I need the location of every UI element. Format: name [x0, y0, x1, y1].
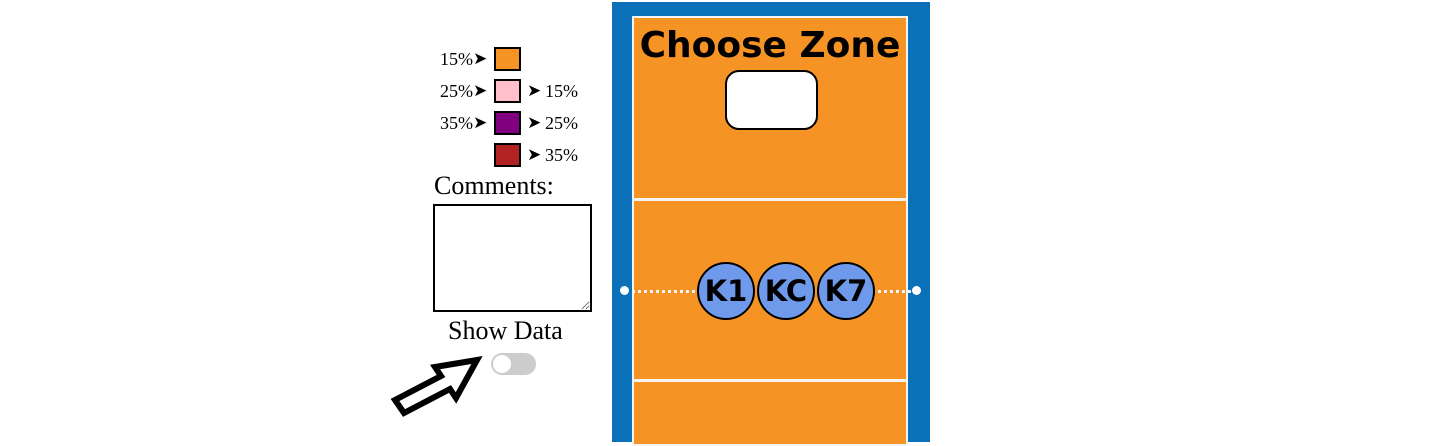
- comments-textarea[interactable]: [433, 204, 592, 312]
- arrow-right-icon: ➤: [527, 113, 542, 133]
- legend-right-percent: 15%: [545, 81, 578, 101]
- show-data-label: Show Data: [448, 316, 563, 345]
- pointer-arrow-icon: [390, 356, 483, 417]
- legend-left-percent: 25%: [440, 81, 473, 101]
- legend-row-1: 15% ➤: [433, 46, 593, 72]
- legend-right-percent: 25%: [545, 113, 578, 133]
- attack-line-bottom: [632, 379, 908, 382]
- comments-label: Comments:: [434, 171, 554, 200]
- legend-swatch-orange: [494, 47, 521, 71]
- choose-zone-title: Choose Zone: [639, 25, 901, 66]
- player-token-k1[interactable]: K1: [697, 262, 755, 320]
- attack-line-top: [632, 198, 908, 201]
- arrow-right-icon: ➤: [473, 49, 488, 69]
- toggle-knob: [493, 355, 511, 373]
- player-token-k7[interactable]: K7: [817, 262, 875, 320]
- legend-right-percent: 35%: [545, 145, 578, 165]
- zone-selector[interactable]: [725, 70, 818, 130]
- player-token-kc[interactable]: KC: [757, 262, 815, 320]
- legend-swatch-purple: [494, 111, 521, 135]
- arrow-right-icon: ➤: [527, 145, 542, 165]
- arrow-right-icon: ➤: [473, 81, 488, 101]
- legend-left-percent: 15%: [440, 49, 473, 69]
- legend-row-3: 35% ➤ ➤ 25%: [433, 110, 593, 136]
- legend-row-4: ➤ 35%: [433, 142, 593, 168]
- net-post-right: [912, 286, 921, 295]
- legend-left-percent: 35%: [440, 113, 473, 133]
- arrow-right-icon: ➤: [527, 81, 542, 101]
- legend-row-2: 25% ➤ ➤ 15%: [433, 78, 593, 104]
- arrow-right-icon: ➤: [473, 113, 488, 133]
- legend-swatch-red: [494, 143, 521, 167]
- legend-swatch-pink: [494, 79, 521, 103]
- net-post-left: [620, 286, 629, 295]
- show-data-toggle[interactable]: [491, 353, 536, 375]
